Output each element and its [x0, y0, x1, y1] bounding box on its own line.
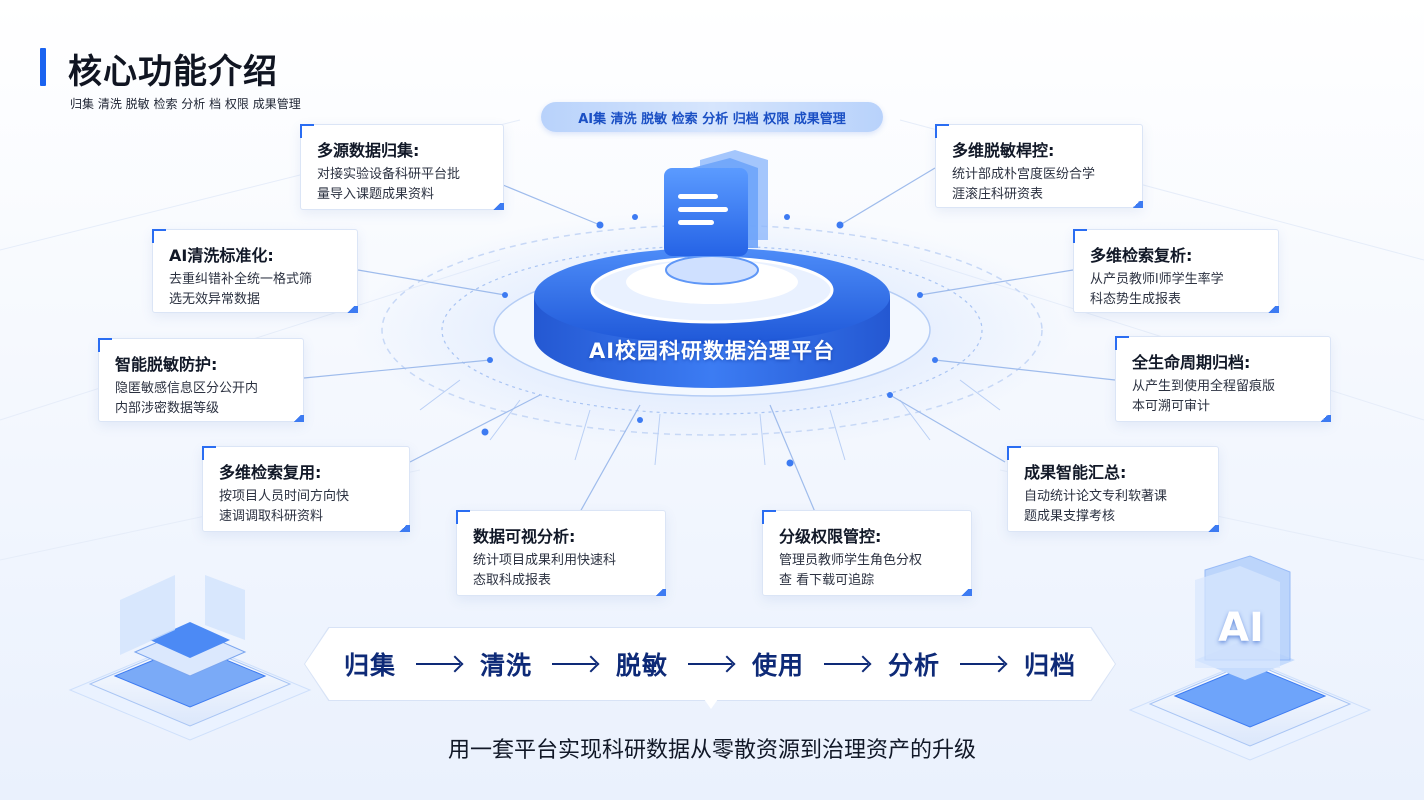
arrow-right-icon	[415, 663, 460, 665]
middle-ring	[441, 245, 983, 415]
hub-label: AI校园科研数据治理平台	[588, 339, 836, 363]
card-ai-cleaning: AI清洗标准化: 去重纠错补全统一格式筛 选无效异常数据	[152, 229, 358, 313]
flow-bar-notch	[704, 699, 718, 709]
flow-step: 归集	[343, 651, 396, 680]
card-multi-source-collection: 多源数据归集: 对接实验设备科研平台批 量导入课题成果资料	[300, 124, 504, 210]
card-title: 成果智能汇总:	[1024, 463, 1127, 482]
card-multi-desensitization-control: 多维脱敏桿控: 统计部成朴宫度医纷合学 涯滚庄科研资表	[935, 124, 1143, 208]
card-desc-line: 统计项目成果利用快速科	[473, 553, 617, 568]
card-multi-search-analysis: 多维检索复析: 从产员教师l师学生率学 科态势生成报表	[1073, 229, 1279, 313]
folder-icon	[664, 150, 768, 256]
card-multi-search-reuse: 多维检索复用: 按项目人员时间方向快 速调调取科研资料	[202, 446, 410, 532]
card-desc-line: 查 看下载可追踪	[779, 573, 875, 588]
card-achievement-summary: 成果智能汇总: 自动统计论文专利软著课 题成果支撑考核	[1007, 446, 1219, 532]
card-desc-line: 从产生到使用全程留痕版	[1132, 379, 1276, 394]
card-desc-line: 从产员教师l师学生率学	[1090, 272, 1224, 287]
page-title: 核心功能介绍	[68, 52, 278, 92]
card-desc-line: 按项目人员时间方向快	[219, 489, 350, 504]
arrow-right-icon	[824, 663, 869, 665]
process-flow: 归集 清洗 脱敏 使用 分析 归档	[305, 628, 1115, 700]
card-lifecycle-archive: 全生命周期归档: 从产生到使用全程留痕版 本可溯可审计	[1115, 336, 1331, 422]
card-desc-line: 题成果支撑考核	[1024, 509, 1116, 524]
radial-ticks	[419, 379, 1001, 466]
card-permission-control: 分级权限管控: 管理员教师学生角色分权 查 看下载可追踪	[762, 510, 972, 596]
card-desc-line: 科态势生成报表	[1090, 292, 1182, 307]
bottom-slogan: 用一套平台实现科研数据从零散资源到治理资产的升级	[447, 738, 976, 763]
card-title: 全生命周期归档:	[1132, 353, 1251, 372]
card-title: 多维检索复用:	[219, 463, 322, 482]
arrow-right-icon	[688, 663, 732, 665]
card-data-visual-analysis: 数据可视分析: 统计项目成果利用快速科 态取科成报表	[456, 510, 666, 596]
feature-tag-pill: AI集 清洗 脱敏 检索 分析 归档 权限 成果管理	[541, 102, 883, 132]
card-desc-line: 本可溯可审计	[1132, 399, 1211, 414]
card-desc-line: 对接实验设备科研平台批	[317, 167, 461, 182]
card-desc-line: 量导入课题成果资料	[317, 187, 435, 202]
arrow-right-icon	[551, 663, 596, 665]
card-title: 多维脱敏桿控:	[952, 141, 1055, 160]
connector-lines	[303, 167, 1116, 513]
card-title: 多维检索复析:	[1090, 246, 1193, 265]
card-smart-desensitization: 智能脱敏防护: 隐匿敏感信息区分公开内 内部涉密数据等级	[98, 338, 304, 422]
flow-step: 分析	[888, 651, 941, 680]
flow-step: 归档	[1024, 651, 1077, 680]
flow-step: 使用	[752, 651, 805, 680]
card-title: 多源数据归集:	[317, 141, 420, 160]
arrow-right-icon	[960, 663, 1005, 665]
card-desc-line: 涯滚庄科研资表	[952, 187, 1044, 202]
card-title: AI清洗标准化:	[169, 246, 274, 265]
card-desc-line: 选无效异常数据	[169, 292, 261, 307]
card-desc-line: 速调调取科研资料	[219, 509, 324, 524]
card-desc-line: 管理员教师学生角色分权	[779, 553, 923, 568]
card-desc-line: 去重纠错补全统一格式筛	[169, 272, 313, 287]
chip-illustration	[68, 575, 312, 741]
card-desc-line: 隐匿敏感信息区分公开内	[115, 381, 259, 396]
flow-step: 清洗	[479, 651, 532, 680]
ai-block-illustration	[1128, 555, 1372, 761]
card-desc-line: 自动统计论文专利软著课	[1024, 489, 1168, 504]
card-desc-line: 态取科成报表	[473, 573, 552, 588]
card-desc-line: 统计部成朴宫度医纷合学	[952, 167, 1096, 182]
card-desc-line: 内部涉密数据等级	[115, 401, 220, 416]
connector-dots	[481, 214, 938, 467]
card-title: 分级权限管控:	[779, 527, 882, 546]
title-accent-bar	[40, 48, 46, 86]
page-subtitle: 归集 清洗 脱敏 检索 分析 档 权限 成果管理	[70, 97, 301, 111]
ai-badge-text: AI	[1218, 605, 1264, 651]
flow-step: 脱敏	[615, 651, 668, 680]
card-title: 智能脱敏防护:	[115, 355, 218, 374]
card-title: 数据可视分析:	[473, 527, 576, 546]
